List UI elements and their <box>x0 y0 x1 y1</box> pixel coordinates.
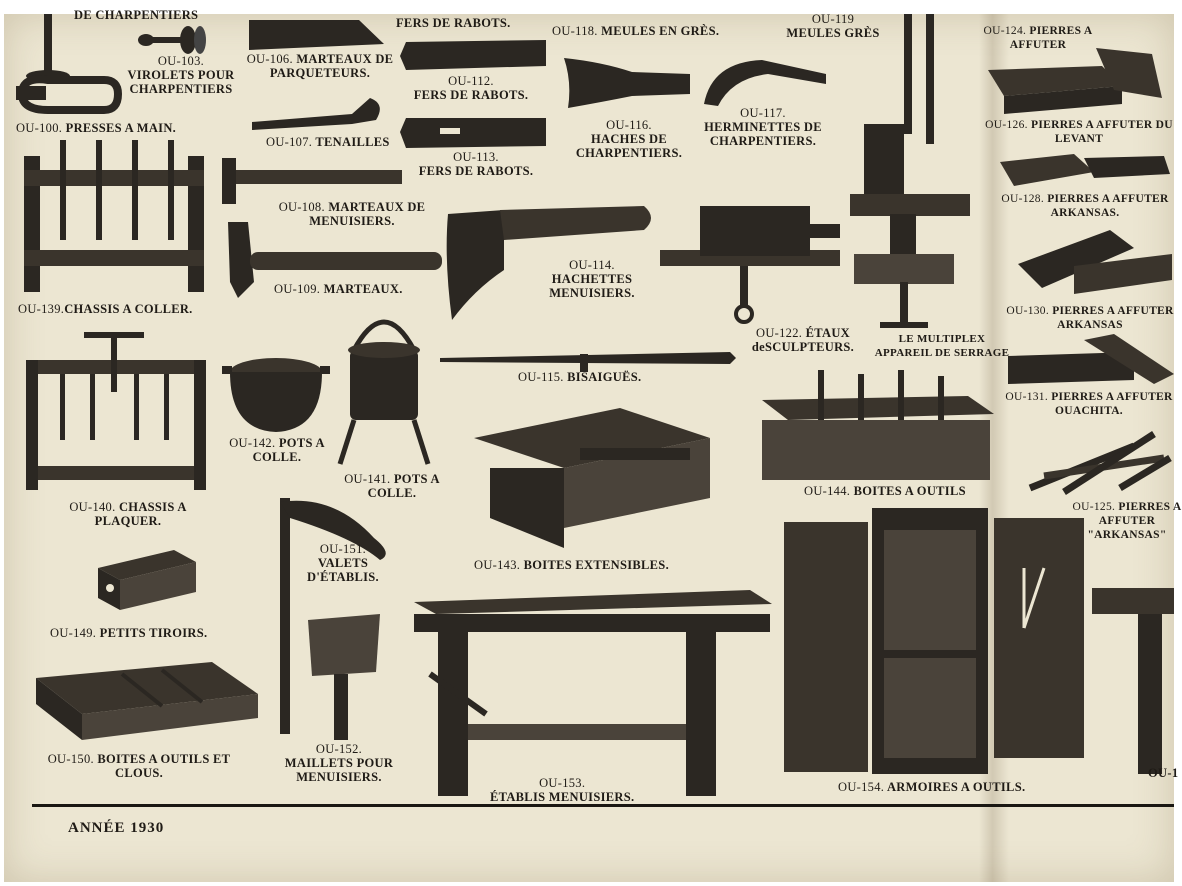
ou152-caption: OU-152.MAILLETS POUR MENUISIERS. <box>284 742 394 784</box>
glue-pot-2-illustration <box>337 319 431 465</box>
ou141-caption: OU-141. POTS A COLLE. <box>344 472 440 500</box>
hand-clamp-illustration <box>16 14 123 114</box>
veneering-press-illustration <box>26 332 206 490</box>
ou144-caption: OU-144. BOITES A OUTILS <box>804 484 966 498</box>
ou123-caption: LE MULTIPLEX APPAREIL DE SERRAGE <box>874 333 1010 359</box>
ou142-caption: OU-142. POTS A COLLE. <box>229 436 325 464</box>
catalog-page: DE CHARPENTIERS OU-100. PRESSES A MAIN. … <box>4 8 1181 882</box>
stone-box-3-illustration <box>1008 334 1174 384</box>
ou113-caption: OU-113.FERS DE RABOTS. <box>418 150 534 178</box>
parquet-hammer-illustration <box>249 20 384 50</box>
ou150-caption: OU-150. BOITES A OUTILS ET CLOUS. <box>47 752 231 780</box>
multiplex-clamp-illustration <box>850 14 970 328</box>
ou125-caption: OU-125. PIERRES A AFFUTER "ARKANSAS" <box>1072 501 1182 541</box>
ou143-caption: OU-143. BOITES EXTENSIBLES. <box>474 558 669 572</box>
ou112-caption: OU-112.FERS DE RABOTS. <box>413 74 529 102</box>
virolet-illustration <box>138 26 206 54</box>
twybil-illustration <box>440 352 736 372</box>
gluing-frame-illustration <box>24 140 204 292</box>
stone-sticks-illustration <box>1028 431 1172 495</box>
ou124-caption: OU-124. PIERRES A AFFUTER <box>983 25 1093 51</box>
carpenter-axe-illustration <box>564 58 690 108</box>
extensible-box-illustration <box>474 408 710 548</box>
ou115-caption: OU-115. BISAIGUËS. <box>518 370 642 384</box>
ou103-caption: OU-103.VIROLETS POUR CHARPENTIERS <box>127 54 235 96</box>
holdfast-illustration <box>280 498 386 734</box>
ou116-caption: OU-116.HACHES DE CHARPENTIERS. <box>575 118 683 160</box>
ou153-caption: OU-153.ÉTABLIS MENUISIERS. <box>490 776 635 804</box>
sculptor-vise-illustration <box>660 206 840 324</box>
ou111-caption: FERS DE RABOTS. <box>396 16 511 30</box>
ou106-caption: OU-106. MARTEAUX DE PARQUETEURS. <box>246 52 394 80</box>
ou131-caption: OU-131. PIERRES A AFFUTER OUACHITA. <box>1005 391 1173 417</box>
nail-box-illustration <box>36 662 258 740</box>
plane-iron-2-illustration <box>400 118 546 148</box>
ou114-caption: OU-114.HACHETTES MENUISIERS. <box>549 258 635 300</box>
ou109-caption: OU-109. MARTEAUX. <box>274 282 403 296</box>
ou151-caption: OU-151.VALETS D'ÉTABLIS. <box>307 542 379 584</box>
joiner-hammer-illustration <box>222 158 402 204</box>
ou-edge-caption: OU-1 <box>1148 766 1179 780</box>
ou108-caption: OU-108. MARTEAUX DE MENUISIERS. <box>278 200 426 228</box>
top-fragment-caption: DE CHARPENTIERS <box>74 8 199 22</box>
ou154-caption: OU-154. ARMOIRES A OUTILS. <box>838 780 1026 794</box>
ou118-caption: OU-118. MEULES EN GRÈS. <box>552 24 720 38</box>
ou107-caption: OU-107. TENAILLES <box>266 135 390 149</box>
stone-box-2-illustration <box>1018 230 1172 294</box>
pincers-illustration <box>252 98 380 130</box>
ou130-caption: OU-130. PIERRES A AFFUTER ARKANSAS <box>1006 305 1174 331</box>
mallet-illustration <box>308 614 380 740</box>
ou100-caption: OU-100. PRESSES A MAIN. <box>16 121 177 135</box>
hatchet-illustration <box>446 206 651 320</box>
hammer-illustration <box>228 222 442 298</box>
ou149-caption: OU-149. PETITS TIROIRS. <box>50 626 208 640</box>
workbench-illustration <box>414 590 772 796</box>
edge-workbench-illustration <box>1092 588 1174 774</box>
plane-iron-1-illustration <box>400 40 546 70</box>
small-drawer-illustration <box>98 550 196 610</box>
ou126-caption: OU-126. PIERRES A AFFUTER DU LEVANT <box>985 119 1173 145</box>
adze-illustration <box>704 60 826 106</box>
stone-slabs-illustration <box>1000 154 1170 186</box>
tool-cabinet-illustration <box>784 508 1084 774</box>
stone-box-1-illustration <box>988 48 1162 114</box>
ou140-caption: OU-140. CHASSIS A PLAQUER. <box>69 500 187 528</box>
ou128-caption: OU-128. PIERRES A AFFUTER ARKANSAS. <box>1001 193 1169 219</box>
footer-rule <box>32 804 1174 807</box>
year-label: ANNÉE 1930 <box>68 820 165 836</box>
ou117-caption: OU-117.HERMINETTES DE CHARPENTIERS. <box>704 106 822 148</box>
tool-box-illustration <box>762 370 994 480</box>
ou139-caption: OU-139.CHASSIS A COLLER. <box>18 302 193 316</box>
ou122-caption: OU-122. ÉTAUX deSCULPTEURS. <box>751 326 855 354</box>
glue-pot-1-illustration <box>222 358 330 432</box>
